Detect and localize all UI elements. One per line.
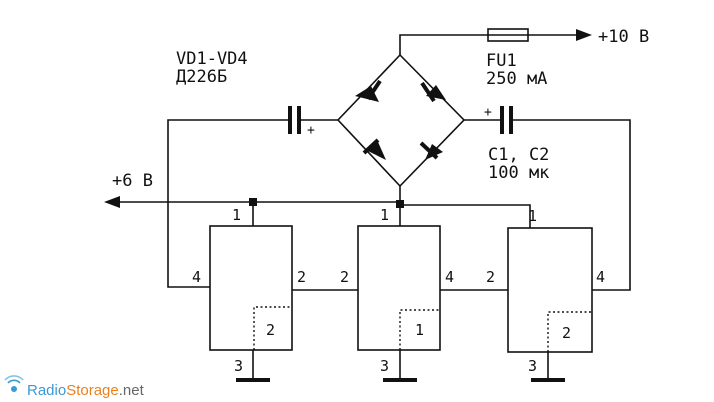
ic1-pin4: 4 (192, 268, 201, 286)
caps-value-label: 100 мк (488, 163, 549, 183)
watermark-net: .net (119, 382, 145, 399)
ic3-pin2-in: 2 (562, 324, 571, 342)
fuse-fu1 (487, 28, 529, 42)
c1-plus-sign: + (307, 123, 315, 138)
ic3-pin3: 3 (528, 357, 537, 375)
ic1-pin3: 3 (234, 357, 243, 375)
diode-vd2 (420, 81, 446, 103)
diodes-name-label: VD1-VD4 (176, 49, 248, 69)
fuse-name-label: FU1 (486, 51, 517, 71)
watermark: RadioStorage.net (4, 375, 145, 399)
output-10v-label: +10 В (598, 27, 649, 47)
fuse-rating-label: 250 мА (486, 69, 547, 89)
ic2-pin4: 4 (445, 268, 454, 286)
ic2-pin2: 2 (340, 268, 349, 286)
diode-vd3 (362, 138, 386, 160)
ic2-pin3: 3 (380, 357, 389, 375)
ic1-pin2-in: 2 (266, 321, 275, 339)
c2-plus-sign: + (484, 105, 492, 120)
capacitor-c1 (167, 106, 338, 288)
watermark-radio: Radio (27, 382, 66, 399)
capacitor-c2 (464, 106, 631, 291)
diodes-type-label: Д226Б (176, 67, 227, 87)
watermark-storage: Storage (66, 382, 119, 399)
output-6v-label: +6 В (112, 171, 153, 191)
ic3-pin4: 4 (596, 268, 605, 286)
ic1-pin2-out: 2 (297, 268, 306, 286)
regulator-ic-1 (209, 225, 293, 382)
regulator-ic-3 (507, 227, 593, 382)
diode-vd1 (355, 79, 382, 102)
ic2-pin1-in: 1 (415, 321, 424, 339)
ic1-pin1: 1 (232, 206, 241, 224)
diode-bridge (336, 34, 488, 188)
diode-vd4 (419, 141, 443, 160)
bus-6v (104, 186, 531, 228)
ic3-pin1: 1 (528, 207, 537, 225)
ic3-pin2: 2 (486, 268, 495, 286)
radio-waves-icon (4, 375, 24, 392)
regulator-ic-2 (357, 225, 441, 382)
caps-name-label: C1, C2 (488, 145, 549, 165)
ic2-pin1: 1 (380, 206, 389, 224)
svg-text:RadioStorage.net: RadioStorage.net (27, 382, 145, 399)
output-10v-terminal (528, 29, 592, 41)
